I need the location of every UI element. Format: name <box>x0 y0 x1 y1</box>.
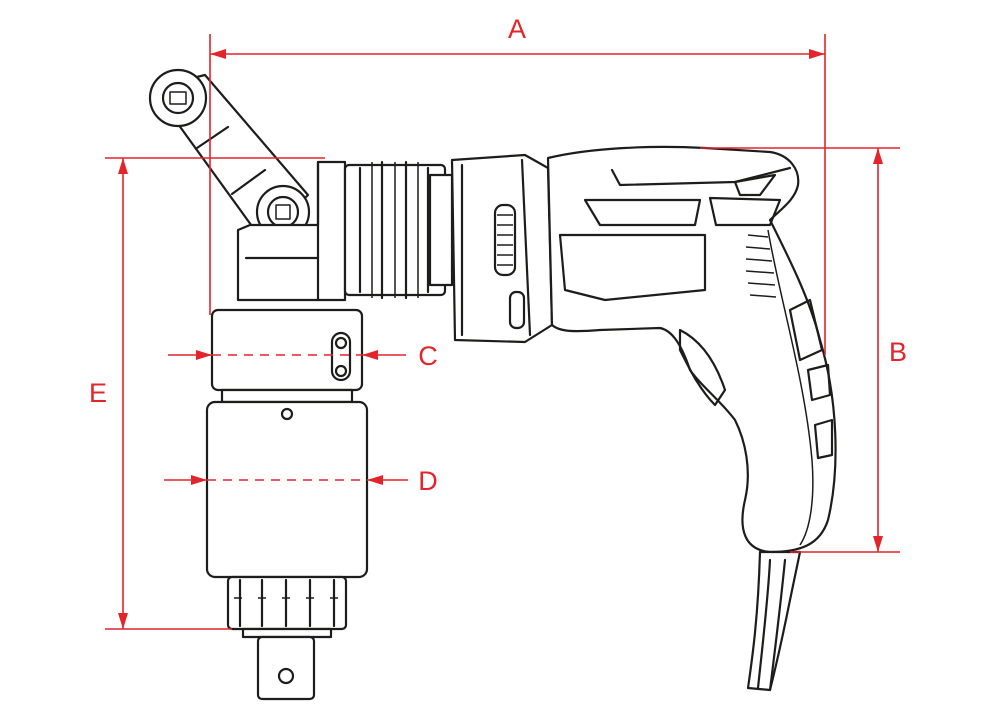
motor-collar <box>450 153 554 344</box>
dimension-label-b: B <box>889 337 907 367</box>
power-cord <box>746 550 802 692</box>
square-drive <box>226 575 348 701</box>
dimension-label-e: E <box>89 378 107 408</box>
dimension-b: B <box>700 147 907 553</box>
dimension-c: C <box>168 341 438 371</box>
reaction-arm <box>148 68 311 242</box>
motor-body <box>546 145 837 554</box>
torque-wrench-drawing <box>148 68 837 701</box>
gear-head <box>236 160 347 302</box>
dimension-a: A <box>209 14 826 355</box>
reaction-collar <box>210 308 364 392</box>
dimension-label-a: A <box>508 14 526 44</box>
dimension-label-c: C <box>418 341 438 371</box>
dimension-d: D <box>164 466 438 496</box>
output-body <box>205 388 369 579</box>
ribbed-coupling <box>343 160 454 300</box>
dimension-label-d: D <box>418 466 438 496</box>
dimension-e: E <box>89 157 325 630</box>
